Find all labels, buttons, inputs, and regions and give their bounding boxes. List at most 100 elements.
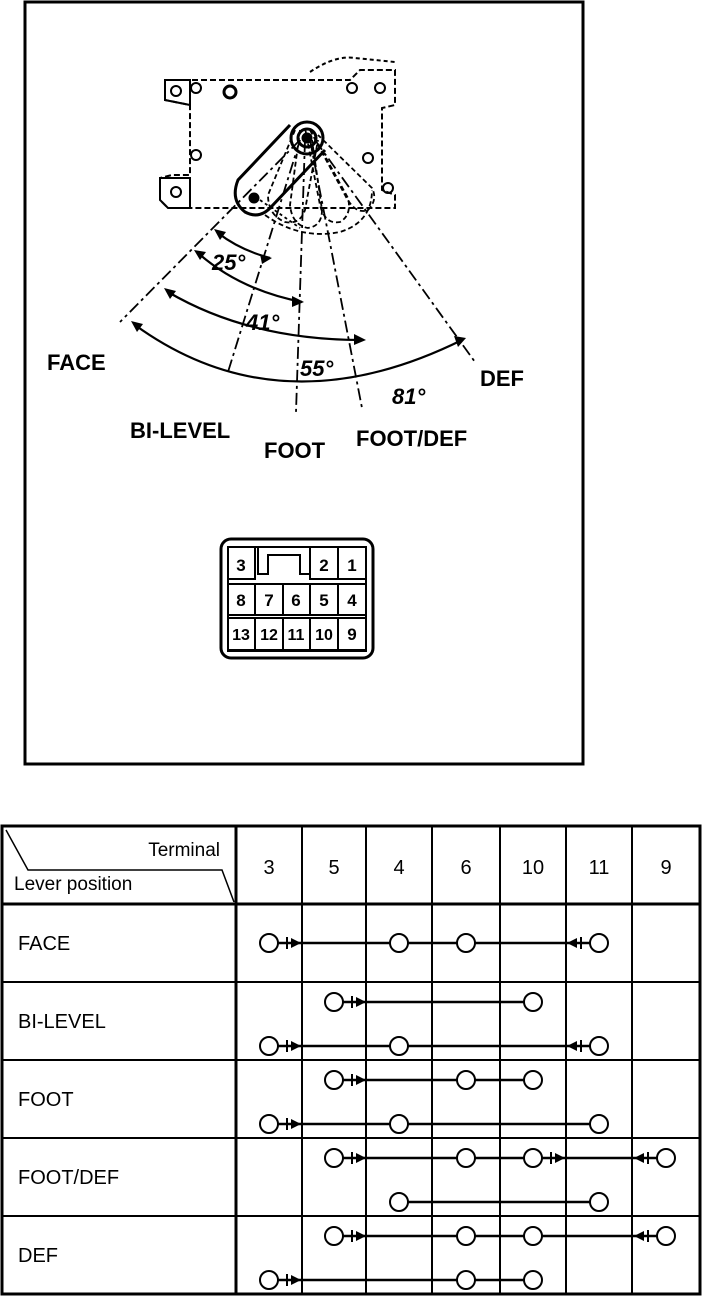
diode-mark [567,1040,582,1052]
terminal-circle-9 [656,1226,676,1246]
angle-55-label: 55° [300,356,333,381]
diode-arrow [291,1275,301,1285]
terminal-header-9: 9 [660,857,671,879]
terminal-circle-11 [589,1192,609,1212]
terminal-circle-3 [259,1270,279,1290]
diode-mark [351,1074,366,1086]
table-grid [0,824,702,1296]
terminal-circle-10 [523,1148,543,1168]
servo-diagram: 25° 41° 55° 81° FACE BI-LEVEL FOOT FOOT/… [23,0,585,766]
continuity-table-panel: Terminal Lever position 3 5 4 6 10 11 9 FACE BI… [0,780,704,1296]
row-labels: FACE BI-LEVEL FOOT FOOT/DEF DEF [18,933,119,1267]
continuity-line [324,1148,676,1168]
diode-arrow [291,1041,301,1051]
row-label: FOOT [18,1089,74,1111]
corner-lever-position-label: Lever position [14,874,132,895]
terminal-circle-6 [456,1070,476,1090]
terminal-header-4: 4 [393,857,404,879]
continuity-line [259,1036,609,1056]
terminal-circle-5 [324,1070,344,1090]
diagram-frame [23,0,585,766]
diode-arrow [356,1231,366,1241]
terminal-circle-6 [456,1270,476,1290]
continuity-line [324,1226,676,1246]
diode-arrow [356,1075,366,1085]
pin-13: 13 [232,627,250,644]
pin-3: 3 [236,556,245,575]
terminal-circle-5 [324,1226,344,1246]
diode-mark [286,1274,301,1286]
diode-mark [634,1230,649,1242]
diode-arrow [567,1041,577,1051]
diode-arrow [555,1153,565,1163]
diode-arrow [634,1153,644,1163]
terminal-header-6: 6 [460,857,471,879]
row-label: DEF [18,1245,58,1267]
pin-10: 10 [315,627,333,644]
terminal-circle-4 [389,1036,409,1056]
row-label: FACE [18,933,70,955]
pin-4: 4 [347,591,357,610]
diode-mark [286,1040,301,1052]
terminal-circle-5 [324,1148,344,1168]
continuity-line [324,992,543,1012]
label-foot: FOOT [264,438,326,463]
terminal-headers: 3 5 4 6 10 11 9 [263,857,671,879]
terminal-circle-3 [259,1114,279,1134]
pin-8: 8 [236,591,245,610]
terminal-circle-5 [324,992,344,1012]
diode-arrow [291,1119,301,1129]
motor-housing [159,56,396,209]
connector [219,537,375,660]
pin-7: 7 [264,591,273,610]
connector-pin-labels: 3 2 1 8 7 6 5 4 13 12 11 10 9 [232,556,357,644]
diode-arrow [356,1153,366,1163]
terminal-circle-10 [523,1070,543,1090]
arc-arrowheads [131,229,466,347]
diode-mark [567,937,582,949]
lever-arm [233,120,327,217]
corner-terminal-label: Terminal [148,840,220,861]
terminal-circle-3 [259,1036,279,1056]
angle-arcs [134,232,463,383]
terminal-circle-10 [523,1270,543,1290]
label-def: DEF [480,366,524,391]
terminal-circle-6 [456,1148,476,1168]
continuity-marks [259,933,676,1290]
diode-mark [351,1152,366,1164]
continuity-table: Terminal Lever position 3 5 4 6 10 11 9 FACE BI… [0,824,702,1296]
pin-9: 9 [347,625,356,644]
label-face: FACE [47,350,106,375]
pin-6: 6 [291,591,300,610]
terminal-circle-4 [389,1114,409,1134]
diode-mark [351,1230,366,1242]
label-foot-def: FOOT/DEF [356,426,467,451]
diode-mark [351,996,366,1008]
row-label: FOOT/DEF [18,1167,119,1189]
continuity-line [324,1070,543,1090]
terminal-header-10: 10 [522,857,544,879]
diode-mark [286,1118,301,1130]
label-bi-level: BI-LEVEL [130,418,230,443]
diode-arrow [291,938,301,948]
terminal-circle-6 [456,933,476,953]
terminal-circle-9 [656,1148,676,1168]
terminal-header-11: 11 [589,857,610,879]
diode-arrow [567,938,577,948]
terminal-circle-4 [389,1192,409,1212]
diode-mark [550,1152,565,1164]
terminal-circle-10 [523,1226,543,1246]
terminal-header-5: 5 [328,857,339,879]
angle-25-label: 25° [211,250,245,275]
continuity-line [259,1114,609,1134]
angle-41-label: 41° [245,310,279,335]
angle-81-label: 81° [392,384,425,409]
pin-11: 11 [288,627,305,644]
terminal-circle-11 [589,933,609,953]
terminal-circle-11 [589,1036,609,1056]
terminal-circle-4 [389,933,409,953]
row-label: BI-LEVEL [18,1011,106,1033]
pin-5: 5 [319,591,328,610]
terminal-header-3: 3 [263,857,274,879]
terminal-circle-3 [259,933,279,953]
